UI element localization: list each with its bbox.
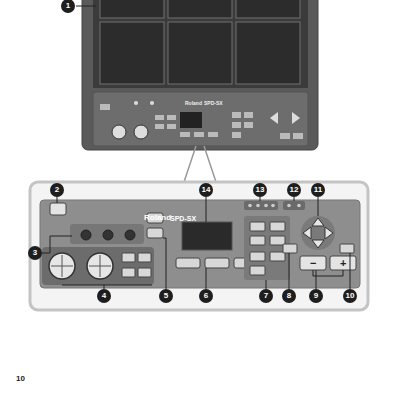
callout-circle: 2 (50, 183, 64, 197)
page-number: 10 (16, 375, 25, 383)
callout-number: 10 (346, 292, 355, 300)
callout-circle: 7 (259, 289, 273, 303)
callout-number: 13 (256, 186, 265, 194)
callout-circle: 14 (199, 183, 213, 197)
model-name: SPD-SX (204, 101, 223, 106)
model-name: SPD-SX (170, 215, 196, 222)
callout-number: 9 (314, 292, 318, 300)
callout-circle: 10 (343, 289, 357, 303)
callout-circle: 5 (159, 289, 173, 303)
callout-number: 3 (33, 249, 37, 257)
brand-logo: Roland (185, 101, 202, 106)
callout-circle: 11 (311, 183, 325, 197)
callout-number: 12 (290, 186, 299, 194)
callout-number: 1 (66, 2, 70, 10)
callout-circle: 9 (309, 289, 323, 303)
callout-circle: 6 (199, 289, 213, 303)
callout-circle: 12 (287, 183, 301, 197)
callout-number: 4 (102, 292, 106, 300)
callout-circle: 3 (28, 246, 42, 260)
button-symbol: + (340, 258, 346, 269)
brand-logo: Roland (144, 214, 171, 222)
callout-number: 6 (204, 292, 208, 300)
callout-circle: 13 (253, 183, 267, 197)
callout-number: 2 (55, 186, 59, 194)
callout-number: 8 (287, 292, 291, 300)
callout-number: 5 (164, 292, 168, 300)
callout-circle: 4 (97, 289, 111, 303)
button-symbol: − (310, 258, 316, 269)
callout-circle: 8 (282, 289, 296, 303)
callout-number: 11 (314, 186, 322, 194)
callout-number: 7 (264, 292, 268, 300)
callout-number: 14 (202, 186, 211, 194)
callout-circle: 1 (61, 0, 75, 13)
